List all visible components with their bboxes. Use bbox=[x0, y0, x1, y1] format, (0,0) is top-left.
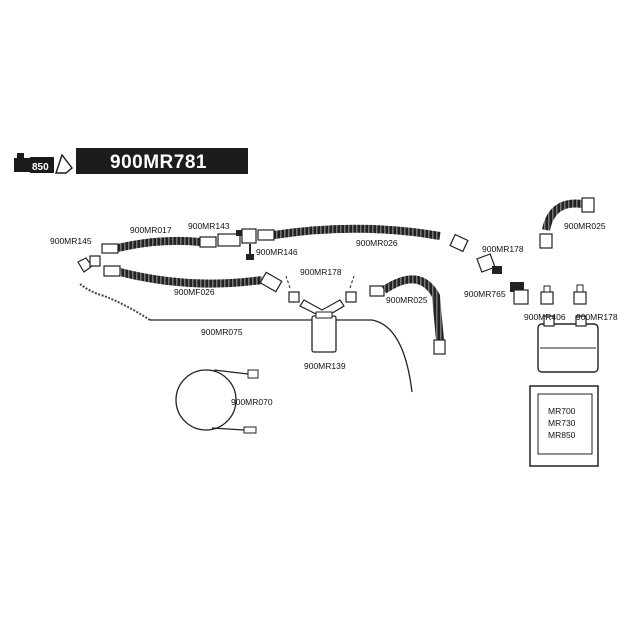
label-900mr406: 900MR406 bbox=[524, 312, 566, 322]
label-900mr146: 900MR146 bbox=[256, 247, 298, 257]
label-900mr025-top: 900MR025 bbox=[564, 221, 606, 231]
brand-mark: 850 bbox=[32, 162, 49, 173]
label-900mr178-right: 900MR178 bbox=[482, 244, 524, 254]
hand-icon bbox=[55, 153, 73, 174]
model-mr700: MR700 bbox=[548, 406, 576, 416]
y-piece-connectors bbox=[285, 275, 357, 319]
port-mr178-small bbox=[573, 284, 587, 305]
brand-logo: 850 bbox=[14, 153, 73, 174]
hose-mr025-mid bbox=[369, 275, 446, 355]
hose-mr025-top bbox=[539, 197, 595, 249]
humidifier-base: MR700 MR730 MR850 bbox=[529, 385, 599, 467]
hose-mr017 bbox=[101, 236, 217, 254]
label-900mr026-top: 900MR026 bbox=[356, 238, 398, 248]
probe-cable-mr070 bbox=[175, 369, 259, 434]
label-900mr143: 900MR143 bbox=[188, 221, 230, 231]
label-900mr145: 900MR145 bbox=[50, 236, 92, 246]
model-mr850: MR850 bbox=[548, 430, 576, 440]
port-mr406 bbox=[540, 285, 554, 305]
label-900mr025-mid: 900MR025 bbox=[386, 295, 428, 305]
elbow-connector-mr145 bbox=[77, 255, 101, 273]
connector-mr178-right bbox=[476, 253, 502, 274]
hose-mr026-top bbox=[257, 224, 469, 253]
water-trap-mr139 bbox=[311, 311, 337, 353]
label-900mr017: 900MR017 bbox=[130, 225, 172, 235]
heater-wire-mr075 bbox=[79, 283, 413, 393]
model-mr730: MR730 bbox=[548, 418, 576, 428]
part-number-title: 900MR781 bbox=[110, 152, 207, 173]
label-900mr765: 900MR765 bbox=[464, 289, 506, 299]
label-900mr070: 900MR070 bbox=[231, 397, 273, 407]
label-900mr075: 900MR075 bbox=[201, 327, 243, 337]
label-900mf026: 900MF026 bbox=[174, 287, 215, 297]
hose-mf026 bbox=[103, 265, 283, 293]
title-bar: 900MR781 bbox=[76, 148, 248, 174]
humidifier-chamber bbox=[537, 315, 599, 373]
label-900mr178-small: 900MR178 bbox=[576, 312, 618, 322]
probe-adapter-mr143 bbox=[217, 228, 257, 260]
elbow-mr765 bbox=[510, 282, 529, 305]
label-900mr178-mid: 900MR178 bbox=[300, 267, 342, 277]
label-900mr139: 900MR139 bbox=[304, 361, 346, 371]
